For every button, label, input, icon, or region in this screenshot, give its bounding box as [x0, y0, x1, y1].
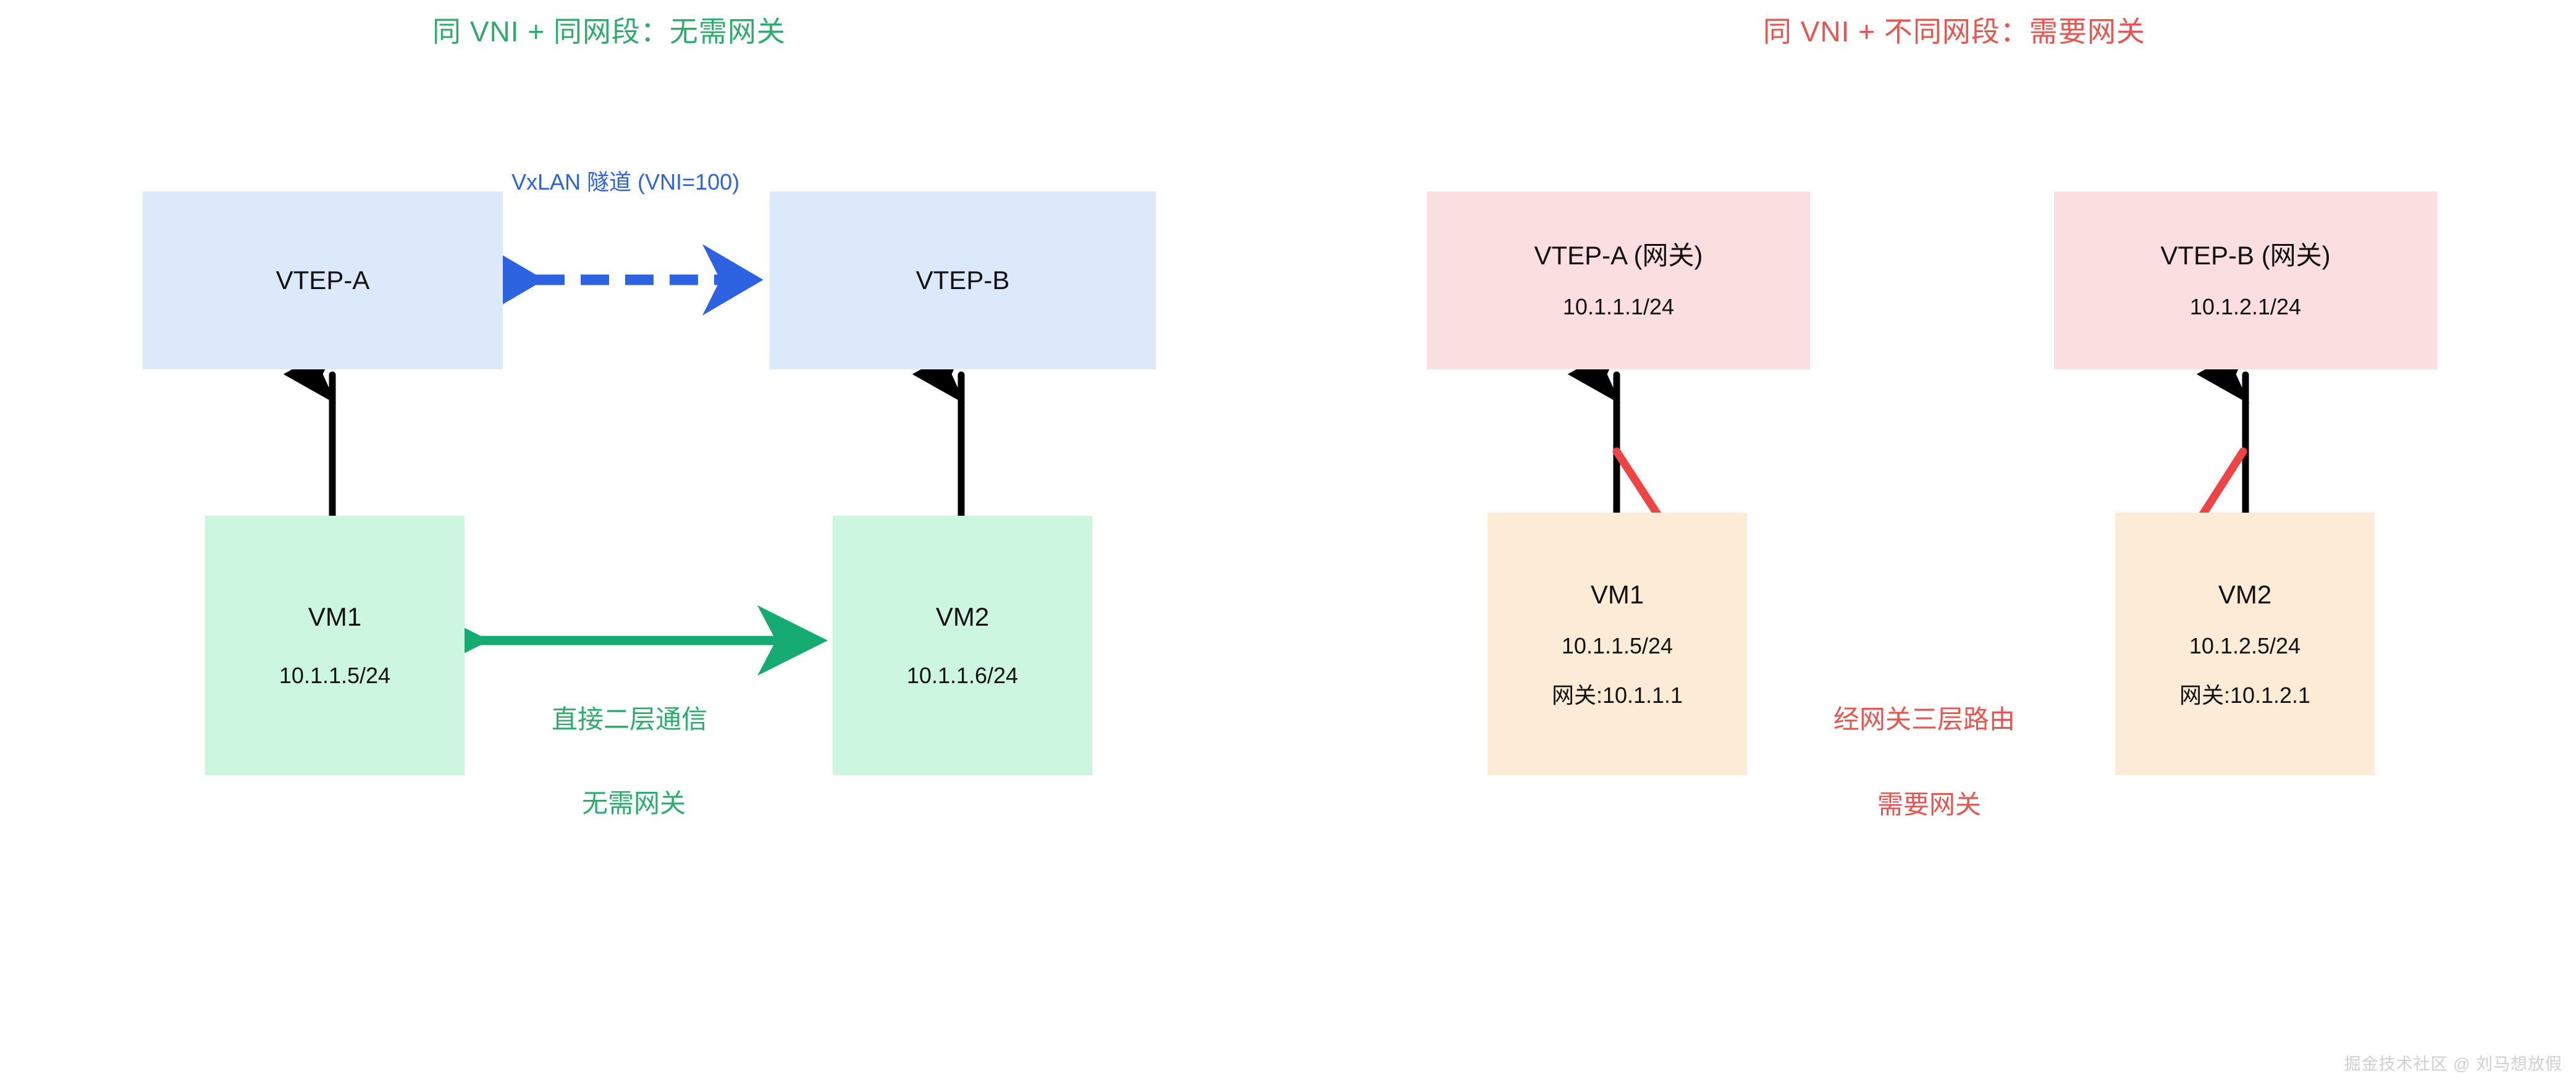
vtep-a-label-right: VTEP-A (网关) [1534, 241, 1703, 270]
vm2-label-left: VM2 [935, 602, 990, 631]
watermark-text: 掘金技术社区 @ 刘马想放假 [2344, 1055, 2562, 1073]
direct-l2-note: 直接二层通信 [552, 705, 708, 734]
vm1-ip-right: 10.1.1.5/24 [1561, 632, 1673, 658]
gateway-l3-route-note: 经网关三层路由 [1833, 705, 2016, 734]
no-gateway-note: 无需网关 [582, 789, 686, 818]
vm1-ip-left: 10.1.1.5/24 [279, 663, 391, 688]
vtep-b-label-left: VTEP-B [915, 266, 1010, 295]
vm1-label-left: VM1 [308, 602, 362, 631]
vm1-box-right: VM1 10.1.1.5/24 网关:10.1.1.1 [1488, 513, 1747, 775]
vm2-box-right: VM2 10.1.2.5/24 网关:10.1.2.1 [2115, 513, 2375, 775]
need-gateway-note: 需要网关 [1877, 790, 1982, 819]
vtep-b-label-right: VTEP-B (网关) [2160, 241, 2331, 270]
vm2-box-left: VM2 10.1.1.6/24 [833, 516, 1092, 775]
vm1-box-left: VM1 10.1.1.5/24 [205, 516, 465, 775]
vxlan-tunnel-label: VxLAN 隧道 (VNI=100) [511, 169, 740, 195]
vm2-ip-right: 10.1.2.5/24 [2189, 632, 2301, 658]
vtep-b-ip-right: 10.1.2.1/24 [2189, 294, 2302, 319]
vtep-b-box-left: VTEP-B [770, 191, 1156, 369]
vtep-a-label-left: VTEP-A [276, 266, 370, 295]
vtep-a-box-left: VTEP-A [143, 191, 503, 369]
right-panel-title: 同 VNI + 不同网段：需要网关 [1763, 15, 2145, 48]
vm1-gateway-right: 网关:10.1.1.1 [1551, 682, 1683, 708]
vm2-gateway-right: 网关:10.1.2.1 [2179, 682, 2311, 708]
vm2-ip-left: 10.1.1.6/24 [906, 663, 1019, 688]
vtep-a-ip-right: 10.1.1.1/24 [1562, 294, 1675, 319]
left-panel-title: 同 VNI + 同网段：无需网关 [432, 15, 786, 48]
vtep-a-box-right: VTEP-A (网关) 10.1.1.1/24 [1427, 191, 1810, 369]
vtep-b-box-right: VTEP-B (网关) 10.1.2.1/24 [2054, 191, 2437, 369]
vm2-label-right: VM2 [2218, 579, 2272, 609]
vm1-label-right: VM1 [1590, 579, 1644, 609]
